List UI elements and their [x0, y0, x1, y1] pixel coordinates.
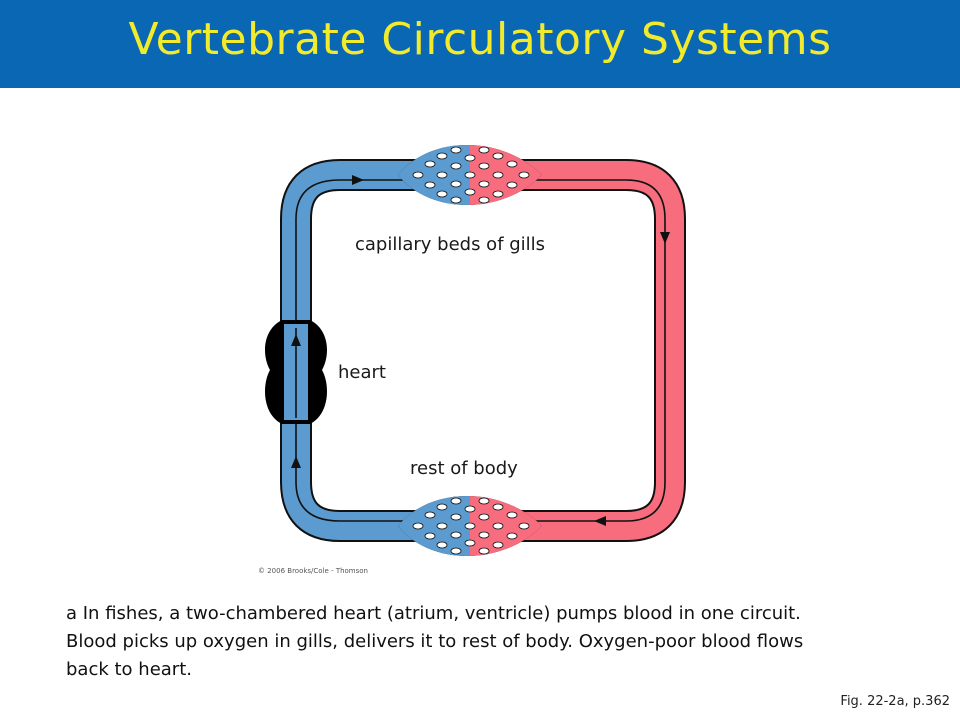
- flow-arrow-right: [660, 232, 670, 244]
- flow-line: [295, 179, 666, 522]
- caption-line: back to heart.: [66, 659, 192, 680]
- figure-reference: Fig. 22-2a, p.362: [840, 694, 950, 709]
- title-bar: [0, 0, 960, 88]
- heart-shape: [265, 320, 327, 424]
- flow-arrow-bottom: [594, 516, 606, 526]
- flow-arrow-left-lower: [291, 456, 301, 468]
- fish-circulation-diagram: [265, 145, 686, 556]
- body-capillary-bed: [398, 496, 542, 556]
- gills-label: capillary beds of gills: [355, 234, 546, 255]
- page-title: Vertebrate Circulatory Systems: [128, 14, 832, 65]
- heart-label: heart: [338, 362, 386, 383]
- body-label: rest of body: [410, 458, 518, 479]
- caption-line: a In fishes, a two-chambered heart (atri…: [66, 603, 801, 624]
- flow-arrow-top: [352, 175, 364, 185]
- figure-caption: a In fishes, a two-chambered heart (atri…: [66, 600, 886, 684]
- caption-line: Blood picks up oxygen in gills, delivers…: [66, 631, 804, 652]
- copyright-notice: © 2006 Brooks/Cole - Thomson: [258, 567, 368, 575]
- flow-arrow-heart: [291, 334, 301, 346]
- oxygen-rich-vessel: [470, 161, 684, 540]
- gill-capillary-bed: [398, 145, 542, 205]
